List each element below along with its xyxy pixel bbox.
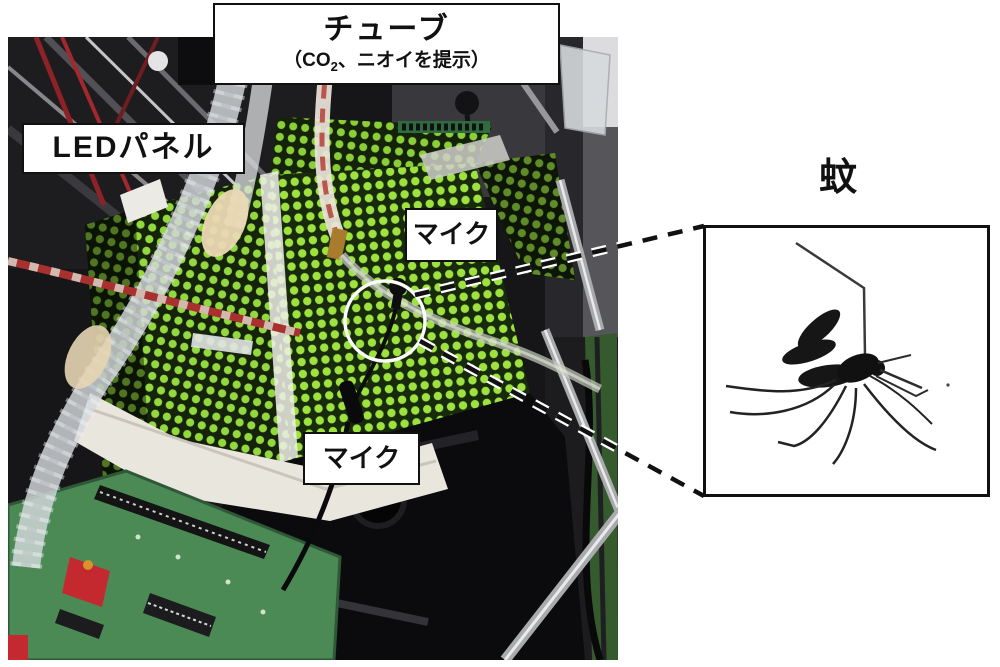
white-knob [148, 51, 168, 71]
red-cable [8, 257, 301, 337]
red-connector [62, 557, 110, 607]
ic-chip [143, 593, 216, 637]
ic-chip-small [55, 609, 104, 639]
mic-upper-label: マイク [405, 208, 498, 262]
black-knob [455, 91, 479, 115]
mosquito-label: 蚊 [818, 157, 857, 199]
mic-lower-label: マイク [303, 432, 420, 485]
tube-label-title: チューブ [323, 13, 450, 47]
tube-label: チューブ （CO2、ニオイを提示） [213, 3, 560, 85]
mosquito-inset-box [703, 225, 990, 497]
tube-label-subtitle: （CO2、ニオイを提示） [283, 49, 490, 74]
putty-blob-2 [64, 325, 112, 389]
putty-blob [201, 189, 249, 257]
panel-frame-strip [260, 171, 298, 463]
mosquito-silhouette-icon [725, 241, 950, 465]
controller-pcb [8, 469, 342, 660]
brass-fitting [326, 227, 348, 261]
clear-bottle [559, 44, 611, 136]
led-panel-label: LEDパネル [22, 123, 245, 174]
